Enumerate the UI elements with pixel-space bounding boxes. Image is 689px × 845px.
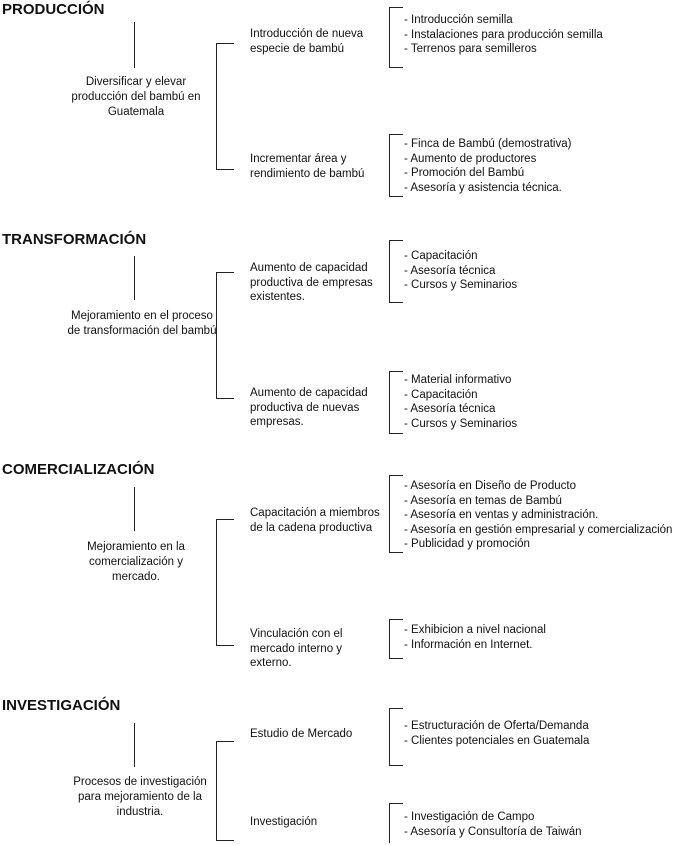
bracket-tick — [389, 803, 403, 804]
connector-line — [134, 723, 135, 767]
bracket-tick — [216, 43, 234, 44]
section-goal: Mejoramiento en la comercialización y me… — [87, 541, 185, 583]
bracket-tick — [389, 619, 403, 620]
bracket-tick — [389, 552, 403, 553]
strategy-label: Vinculación con el mercado interno y ext… — [250, 628, 343, 669]
action-list: - Capacitación - Asesoría técnica - Curs… — [404, 249, 517, 293]
bracket-line — [389, 475, 390, 552]
action-item: - Aumento de productores — [404, 152, 537, 165]
bracket-tick — [389, 658, 403, 659]
connector-line — [134, 487, 135, 531]
action-item: - Asesoría y asistencia técnica. — [404, 181, 562, 194]
strategy-label: Incrementar área y rendimiento de bambú — [250, 153, 365, 180]
action-item: - Exhibicion a nivel nacional — [404, 624, 546, 636]
bracket-tick — [389, 371, 403, 372]
action-list: - Material informativo - Capacitación - … — [404, 373, 517, 431]
action-item: - Promoción del Bambú — [404, 167, 525, 179]
bracket-line — [389, 240, 390, 302]
action-item: - Cursos y Seminarios — [404, 417, 518, 430]
bracket-tick — [216, 741, 234, 742]
bracket-tick — [389, 765, 403, 766]
action-item: - Instalaciones para producción semilla — [404, 28, 603, 41]
action-item: - Cursos y Seminarios — [404, 279, 518, 291]
action-list: - Estructuración de Oferta/Demanda - Cli… — [404, 719, 589, 748]
bracket-tick — [216, 169, 234, 170]
bracket-line — [216, 519, 217, 645]
action-list: - Asesoría en Diseño de Producto - Aseso… — [404, 479, 672, 552]
bracket-tick — [389, 240, 403, 241]
bracket-line — [216, 43, 217, 169]
bracket-tick — [216, 840, 234, 841]
bracket-line — [389, 134, 390, 196]
action-list: - Investigación de Campo - Asesoría y Co… — [404, 810, 582, 839]
bracket-tick — [389, 708, 403, 709]
section-title: TRANSFORMACIÓN — [2, 231, 147, 248]
action-item: - Asesoría técnica — [404, 264, 496, 277]
bracket-tick — [389, 134, 403, 135]
bracket-tick — [389, 7, 403, 8]
bracket-tick — [216, 645, 234, 646]
bracket-tick — [389, 475, 403, 476]
strategy-label: Aumento de capacidad productiva de empre… — [250, 262, 373, 303]
action-item: - Material informativo — [404, 374, 512, 386]
action-item: - Introducción semilla — [404, 14, 513, 26]
bracket-tick — [389, 302, 403, 303]
connector-line — [134, 256, 135, 300]
action-item: - Asesoría y Consultoría de Taiwán — [404, 825, 582, 838]
action-item: - Investigación de Campo — [404, 811, 535, 823]
section-goal: Mejoramiento en el proceso de transforma… — [67, 310, 217, 337]
bracket-line — [389, 708, 390, 765]
action-item: - Asesoría en ventas y administración. — [404, 509, 599, 521]
bracket-tick — [389, 196, 403, 197]
action-item: - Capacitación — [404, 250, 478, 262]
section-goal: Diversificar y elevar producción del bam… — [71, 76, 201, 118]
action-item: - Clientes potenciales en Guatemala — [404, 734, 590, 747]
bracket-line — [216, 741, 217, 840]
bracket-line — [389, 803, 390, 843]
action-item: - Asesoría en Diseño de Producto — [404, 480, 576, 492]
action-item: - Asesoría en temas de Bambú — [404, 494, 562, 507]
action-list: - Introducción semilla - Instalaciones p… — [404, 13, 603, 57]
bracket-line — [216, 272, 217, 398]
action-item: - Estructuración de Oferta/Demanda — [404, 720, 589, 732]
bracket-tick — [216, 398, 234, 399]
action-item: - Información en Internet. — [404, 638, 533, 651]
strategy-label: Estudio de Mercado — [250, 728, 353, 740]
section-title: COMERCIALIZACIÓN — [2, 461, 155, 478]
bracket-line — [389, 371, 390, 433]
bracket-tick — [389, 433, 403, 434]
connector-line — [134, 22, 135, 68]
bracket-tick — [216, 519, 234, 520]
strategy-label: Capacitación a miembros de la cadena pro… — [250, 507, 380, 534]
bracket-line — [389, 7, 390, 67]
bracket-line — [389, 619, 390, 658]
action-item: - Asesoría en gestión empresarial y come… — [404, 523, 673, 536]
section-goal: Procesos de investigación para mejoramie… — [73, 776, 207, 818]
action-item: - Asesoría técnica — [404, 403, 496, 415]
strategy-label: Investigación — [250, 816, 318, 828]
strategy-label: Introducción de nueva especie de bambú — [250, 28, 364, 55]
section-title: INVESTIGACIÓN — [2, 697, 121, 714]
action-item: - Finca de Bambú (demostrativa) — [404, 138, 572, 150]
section-title: PRODUCCIÓN — [2, 1, 105, 18]
action-list: - Finca de Bambú (demostrativa) - Aument… — [404, 137, 571, 195]
action-item: - Publicidad y promoción — [404, 538, 530, 550]
bracket-tick — [389, 67, 403, 68]
action-list: - Exhibicion a nivel nacional - Informac… — [404, 623, 546, 652]
bracket-tick — [216, 272, 234, 273]
action-item: - Capacitación — [404, 388, 478, 401]
action-item: - Terrenos para semilleros — [404, 43, 537, 55]
strategy-label: Aumento de capacidad productiva de nueva… — [250, 387, 368, 428]
